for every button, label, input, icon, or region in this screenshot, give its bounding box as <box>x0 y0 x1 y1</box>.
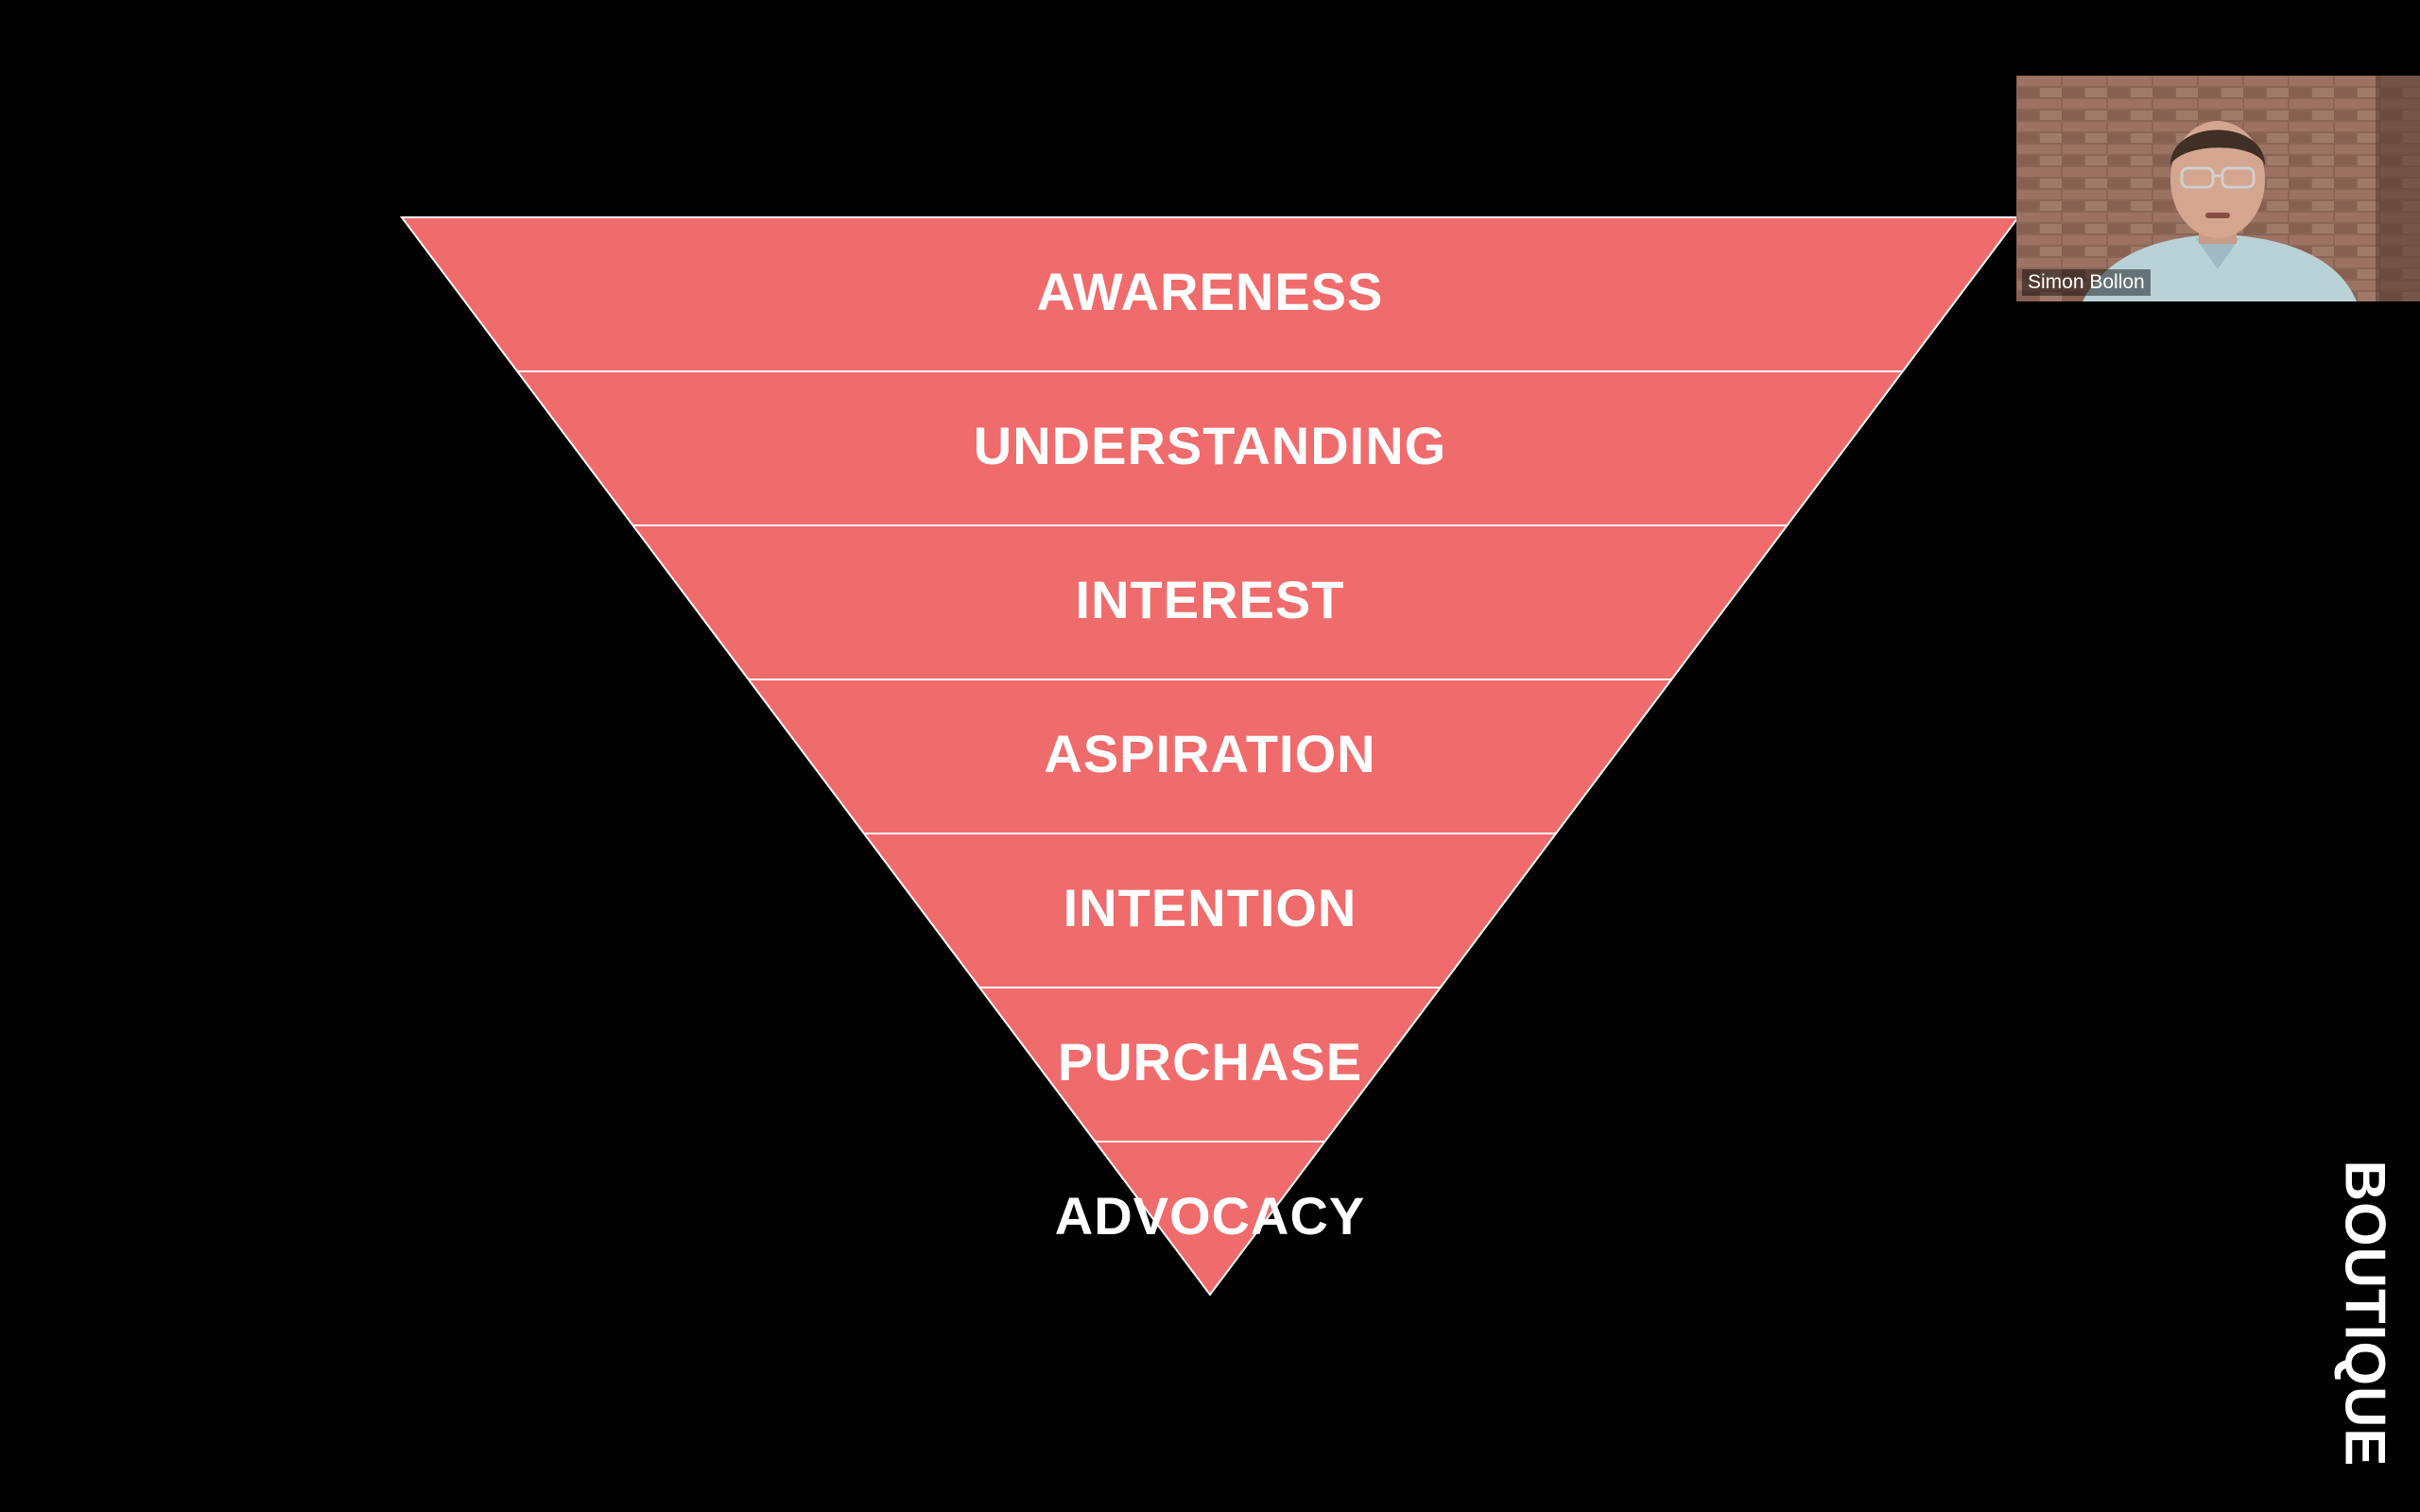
funnel-stage-label-intention: INTENTION <box>1063 878 1357 937</box>
funnel-stage-label-interest: INTEREST <box>1076 570 1345 629</box>
funnel-stage-label-purchase: PURCHASE <box>1058 1032 1362 1091</box>
funnel-stage-label-advocacy: ADVOCACY <box>1055 1186 1365 1246</box>
funnel-stage-label-awareness: AWARENESS <box>1037 262 1384 321</box>
participant-video-feed <box>2016 76 2420 301</box>
brand-logo-text: BOUTIQUE <box>2333 1160 2397 1468</box>
participant-video-tile[interactable]: Simon Bollon <box>2016 76 2420 301</box>
funnel-stage-label-understanding: UNDERSTANDING <box>974 416 1446 475</box>
funnel-stage-label-aspiration: ASPIRATION <box>1044 724 1375 783</box>
funnel-shape <box>400 216 2020 1297</box>
participant-name-label: Simon Bollon <box>2022 269 2151 296</box>
brand-logo: BOUTIQUE <box>2327 1160 2403 1468</box>
